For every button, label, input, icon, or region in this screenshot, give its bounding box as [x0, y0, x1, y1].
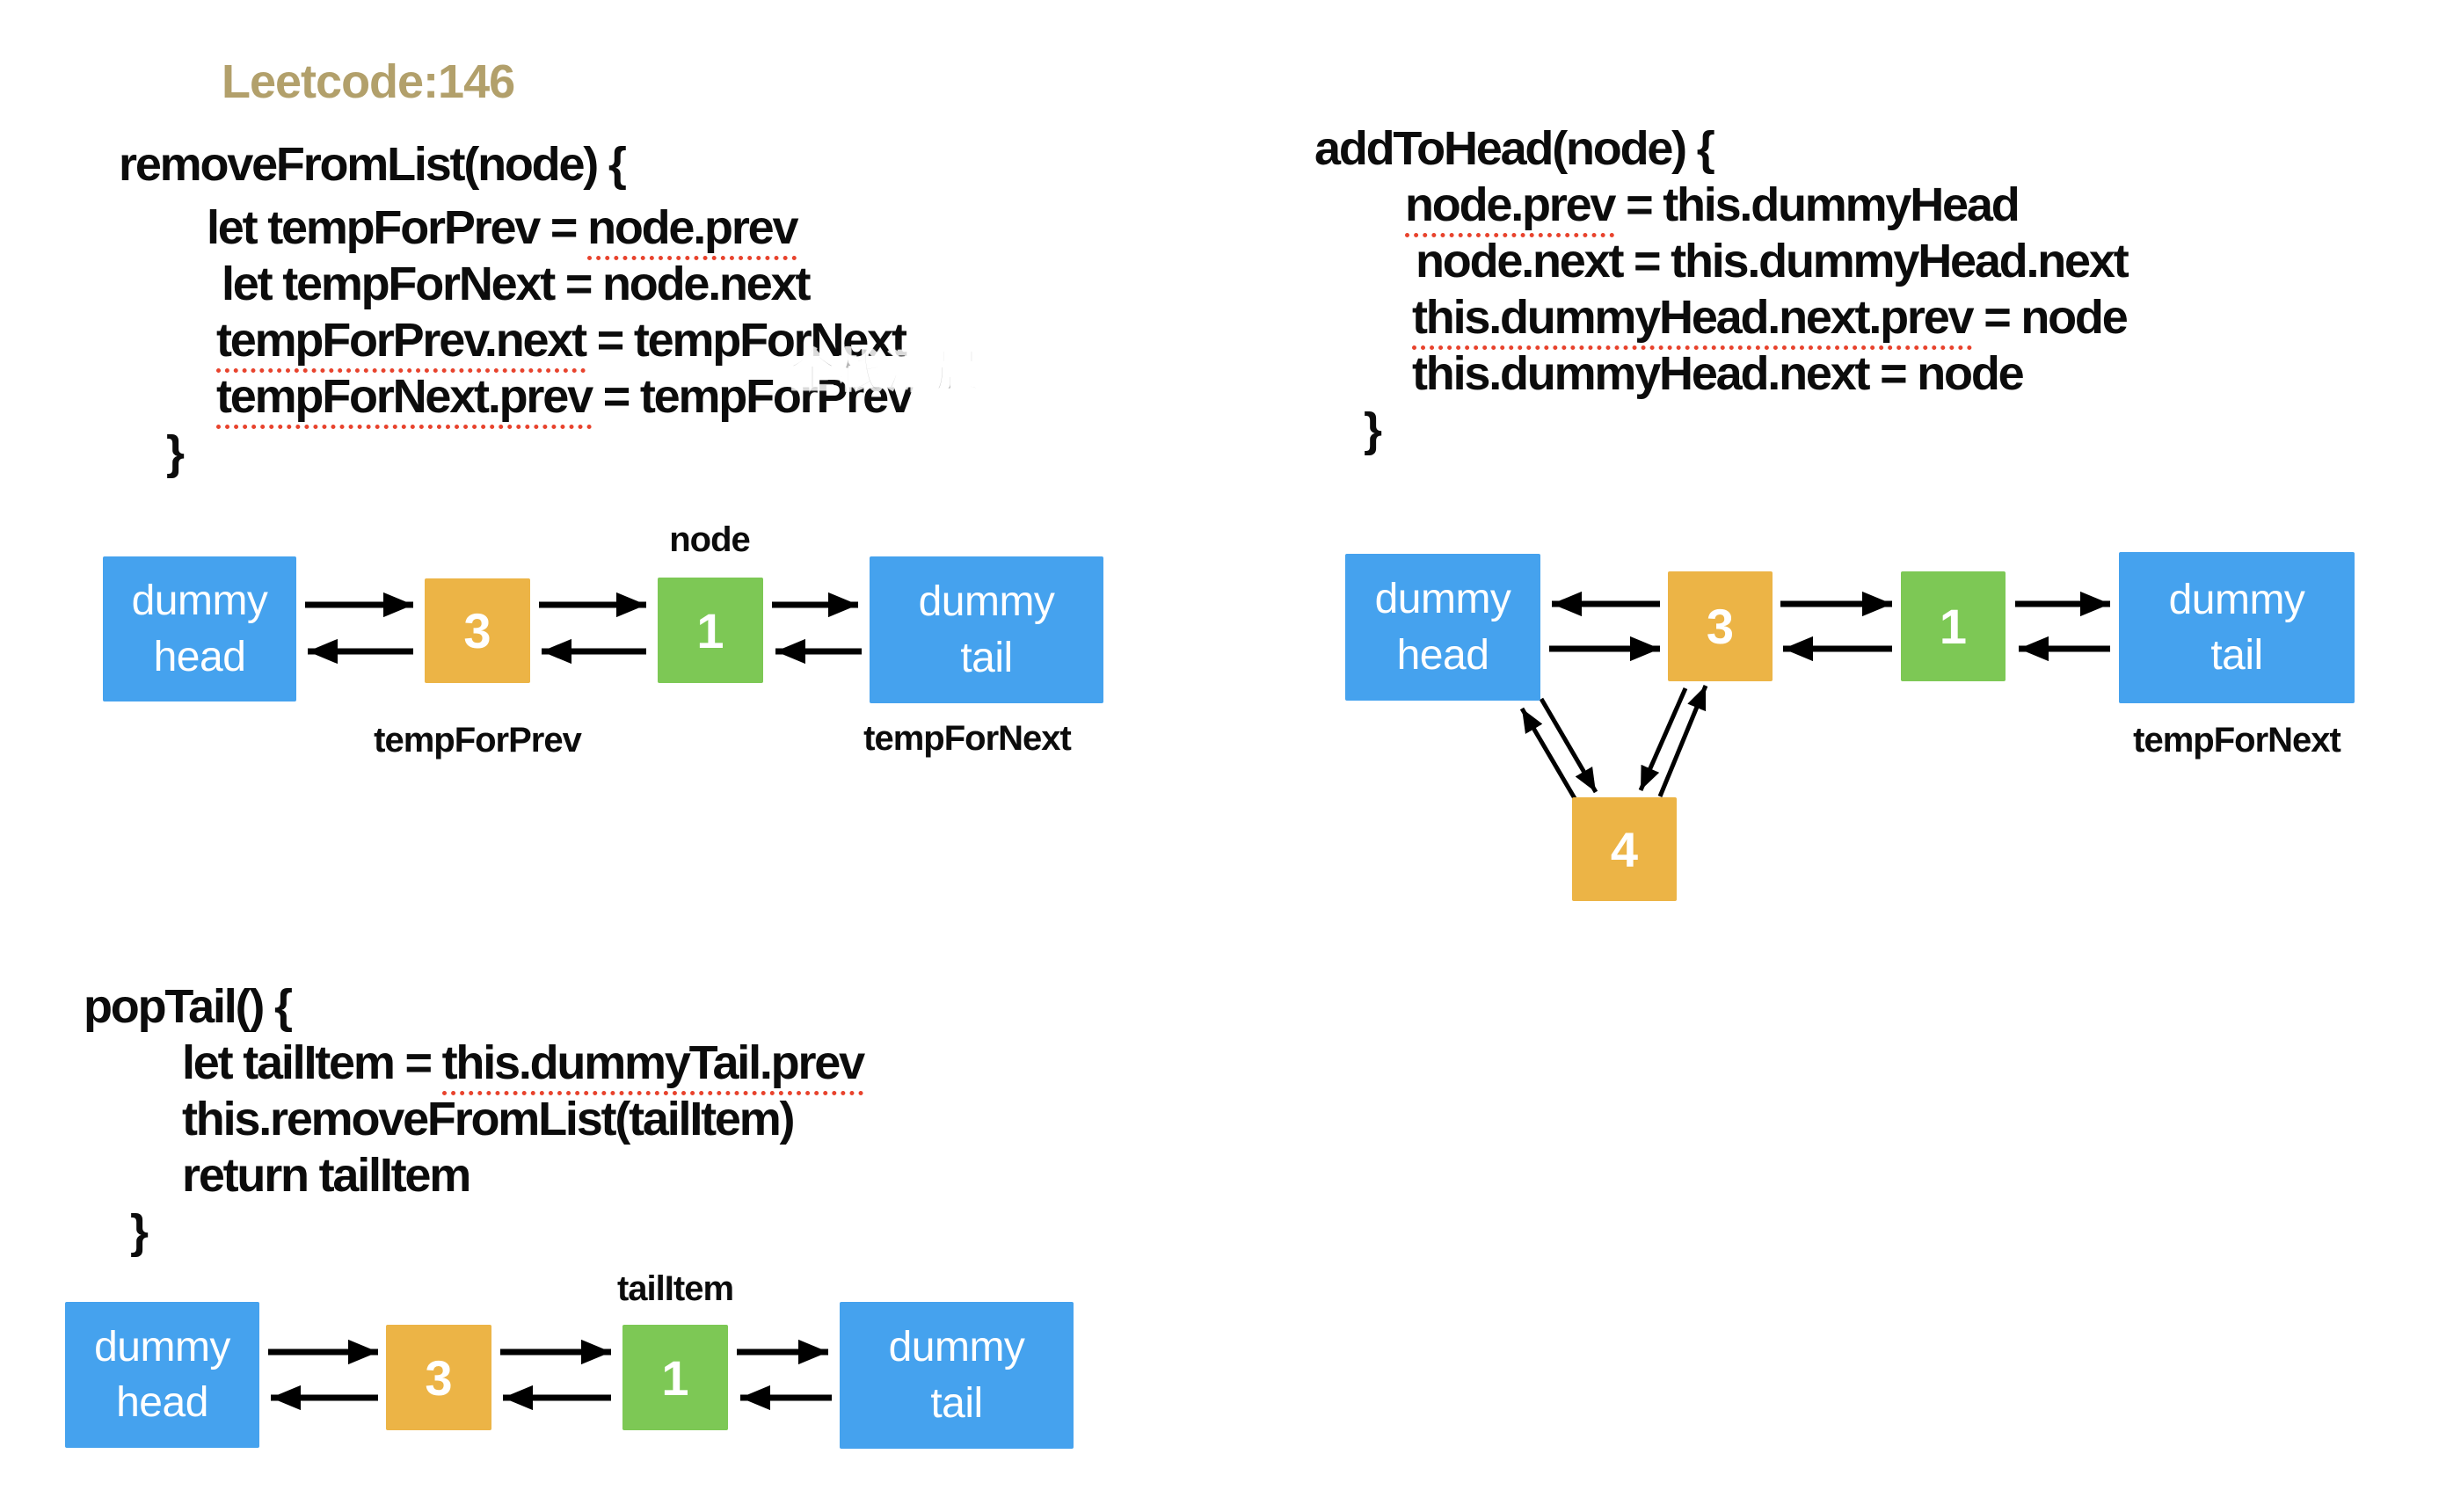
code-text: = node [1972, 291, 2129, 344]
code-line: node.next = this.dummyHead.next [1416, 233, 2129, 289]
underlined-code: tempForNext.prev [216, 370, 593, 429]
node-dummy-head: dummy head [65, 1302, 259, 1448]
node-1: 1 [622, 1325, 728, 1430]
code-text: return tailItem [182, 1149, 471, 1202]
node-dummy-tail: dummy tail [2119, 552, 2355, 703]
code-block-add-to-head: addToHead(node) { node.prev = this.dummy… [1314, 120, 2129, 458]
underlined-code: this.dummyTail.prev [441, 1036, 865, 1095]
code-line: let tailItem = this.dummyTail.prev [182, 1035, 865, 1095]
node-3: 3 [1668, 571, 1773, 681]
node-text: dummy tail [888, 1324, 1025, 1427]
code-header: addToHead(node) { [1314, 122, 1715, 175]
code-text: = this.dummyHead [1614, 178, 2020, 231]
code-line: this.removeFromList(tailItem) [182, 1091, 863, 1147]
node-dummy-head: dummy head [103, 556, 296, 701]
label-tail-item: tailItem [616, 1269, 734, 1308]
node-dummy-tail: dummy tail [840, 1302, 1074, 1449]
code-text: = tempForPrev [591, 370, 914, 423]
code-line: let tempForNext = node.next [222, 256, 912, 312]
node-text: 4 [1610, 821, 1639, 877]
node-dummy-head: dummy head [1345, 554, 1540, 701]
code-close-brace: } [1364, 403, 1382, 456]
watermark-text: 全栈潇晨 [789, 345, 984, 398]
code-text: = tempForNext [585, 314, 907, 367]
underlined-code: tempForPrev.next [216, 314, 587, 373]
code-block-pop-tail: popTail() { let tailItem = this.dummyTai… [84, 978, 865, 1260]
node-text: 1 [1939, 599, 1968, 654]
label-temp-for-next: tempForNext [2133, 721, 2341, 760]
node-text: 3 [463, 603, 491, 658]
arrow-d2-3-to-4 [1638, 687, 1688, 792]
code-text: let tailItem = [182, 1036, 442, 1089]
label-node: node [669, 520, 751, 559]
node-dummy-tail: dummy tail [870, 556, 1103, 703]
node-text: dummy head [1374, 576, 1511, 679]
label-temp-for-next: tempForNext [863, 719, 1072, 758]
arrow-d2-4-to-3 [1657, 685, 1708, 797]
code-block-remove-from-list: removeFromList(node) { let tempForPrev =… [119, 136, 914, 481]
code-text: this.removeFromList(tailItem) [182, 1093, 796, 1145]
node-text: 3 [425, 1349, 453, 1406]
node-4: 4 [1572, 797, 1677, 901]
code-close-brace: } [166, 426, 185, 479]
code-text: this.dummyHead.next = node [1412, 347, 2025, 400]
node-text: dummy tail [918, 578, 1055, 681]
page-title: Leetcode:146 [222, 55, 515, 108]
code-line: node.prev = this.dummyHead [1405, 177, 2128, 237]
node-text: dummy head [94, 1323, 230, 1426]
node-3: 3 [425, 578, 530, 683]
node-1: 1 [1901, 571, 2006, 681]
node-text: dummy tail [2168, 576, 2305, 679]
code-line: this.dummyHead.next.prev = node [1412, 289, 2129, 350]
code-line: tempForPrev.next = tempForNext [216, 312, 912, 373]
node-text: 1 [661, 1349, 689, 1406]
code-text: let tempForNext = node.next [222, 258, 811, 310]
code-close-brace: } [130, 1205, 149, 1258]
node-3: 3 [386, 1325, 491, 1430]
code-line: return tailItem [182, 1147, 863, 1203]
code-text: node.next = this.dummyHead.next [1416, 235, 2129, 287]
code-line: let tempForPrev = node.prev [207, 200, 912, 260]
node-text: 1 [696, 602, 724, 658]
node-text: 3 [1706, 599, 1735, 654]
code-text: let tempForPrev = [207, 201, 588, 254]
code-header: removeFromList(node) { [119, 138, 627, 191]
underlined-code: this.dummyHead.next.prev [1412, 291, 1975, 350]
arrow-d2-4-to-head [1519, 707, 1581, 806]
node-text: dummy head [131, 578, 268, 680]
underlined-code: node.prev [587, 201, 799, 260]
node-1: 1 [658, 578, 763, 683]
code-header: popTail() { [84, 980, 293, 1033]
code-line: this.dummyHead.next = node [1412, 345, 2128, 402]
underlined-code: node.prev [1405, 178, 1616, 237]
arrow-d2-head-to-4 [1539, 697, 1598, 794]
code-line: tempForNext.prev = tempForPrev [216, 368, 914, 429]
label-temp-for-prev: tempForPrev [374, 721, 582, 760]
